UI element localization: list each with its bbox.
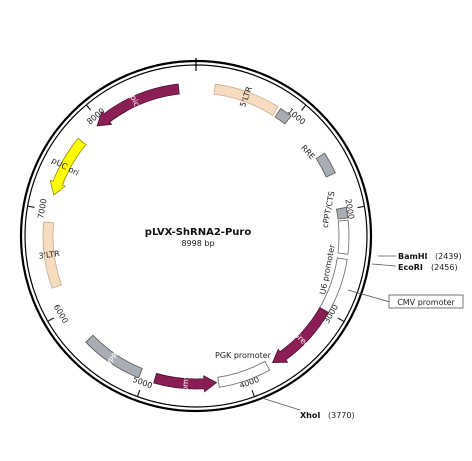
feature-pgk bbox=[217, 360, 271, 388]
feature-label-puro: Puromycin bbox=[180, 362, 192, 405]
feature-zsgreen bbox=[271, 307, 330, 364]
xhoi-site-position: (3770) bbox=[328, 411, 355, 420]
feature-label-3ltr: 3'LTR bbox=[38, 249, 61, 261]
cmv-leader-line bbox=[347, 289, 391, 303]
plasmid-size: 8998 bp bbox=[181, 239, 214, 248]
feature-u6 bbox=[337, 219, 350, 255]
tick-mark bbox=[357, 205, 365, 209]
ecori-leader-line bbox=[371, 263, 397, 267]
bamhi-site-position: (2439) bbox=[435, 252, 462, 261]
tick-mark bbox=[337, 317, 345, 323]
tick-mark bbox=[251, 389, 255, 397]
plasmid-backbone bbox=[19, 58, 373, 413]
feature-small-grey-1 bbox=[274, 108, 292, 125]
bamhi-site-name: BamHI bbox=[398, 252, 428, 261]
ecori-site-position: (2456) bbox=[431, 263, 458, 272]
tick-label: 6000 bbox=[52, 303, 70, 325]
xhoi-leader-line bbox=[261, 397, 301, 411]
xhoi-site-name: XhoI bbox=[300, 411, 320, 420]
feature-wpre bbox=[85, 334, 143, 379]
feature-3ltr bbox=[42, 221, 63, 289]
cmv-promoter-label: CMV promoter bbox=[397, 298, 455, 307]
pgk-promoter-label: PGK promoter bbox=[215, 351, 272, 360]
rre-label: RRE bbox=[299, 143, 317, 161]
tick-mark bbox=[47, 317, 55, 322]
ecori-site-name: EcoRI bbox=[398, 263, 423, 272]
tick-label: 5000 bbox=[131, 375, 153, 390]
tick-mark bbox=[27, 205, 35, 208]
tick-label: 7000 bbox=[36, 198, 48, 220]
feature-5ltr bbox=[213, 83, 279, 116]
cmv-callout-box bbox=[388, 294, 464, 309]
feature-cppt bbox=[336, 206, 349, 220]
cppt-label: cPPT/CTS bbox=[321, 190, 337, 228]
feature-amp bbox=[96, 83, 180, 127]
feature-rre bbox=[315, 152, 336, 178]
tick-mark bbox=[85, 104, 92, 111]
tick-mark bbox=[136, 389, 141, 397]
feature-puro bbox=[153, 372, 218, 393]
tick-mark bbox=[301, 104, 307, 111]
plasmid-name: pLVX-ShRNA2-Puro bbox=[145, 227, 252, 238]
feature-puc bbox=[49, 137, 87, 196]
